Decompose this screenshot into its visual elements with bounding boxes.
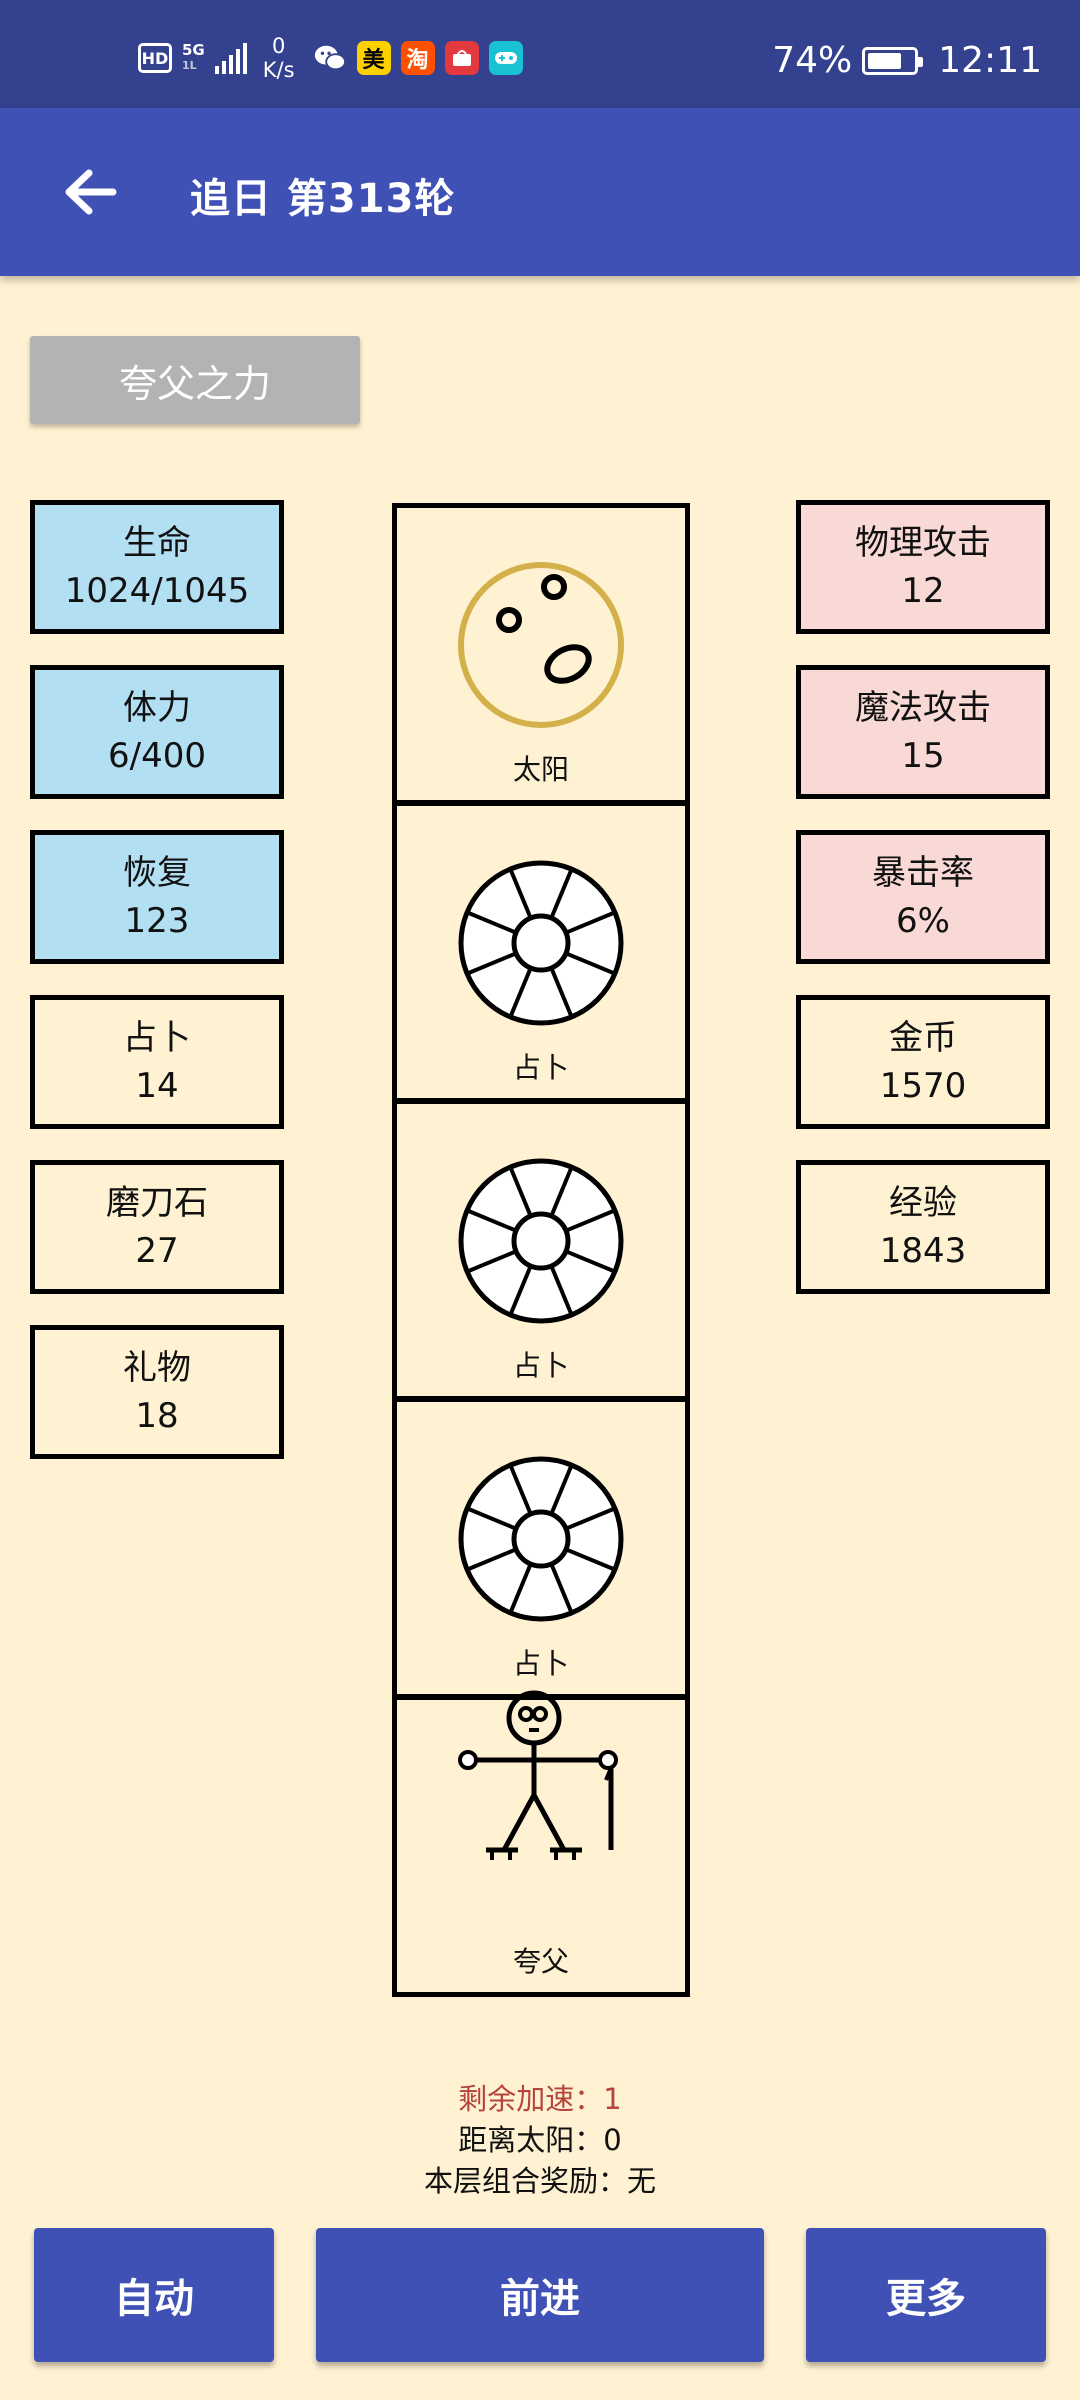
stat-box: 占卜 14	[30, 995, 284, 1129]
stat-box: 恢复 123	[30, 830, 284, 964]
skill-button[interactable]: 夸父之力	[30, 336, 360, 424]
stat-label: 礼物	[123, 1348, 191, 1388]
cell-label: 占卜	[512, 1647, 569, 1680]
stat-value: 6/400	[108, 736, 206, 776]
stat-label: 占卜	[123, 1018, 191, 1058]
path-cell[interactable]: 占卜	[392, 1099, 690, 1401]
stat-value: 18	[135, 1396, 179, 1436]
taobao-icon: 淘	[400, 41, 435, 75]
status-bar: HD 5G 1L 0 K/s 美 淘 74% 12:11	[0, 0, 1080, 108]
combo-reward: 本层组合奖励：无	[423, 2164, 656, 2198]
page-title: 追日 第313轮	[190, 176, 456, 222]
stat-label: 生命	[123, 523, 191, 563]
stat-box: 金币 1570	[796, 995, 1050, 1129]
distance-to-sun: 距离太阳：0	[458, 2123, 622, 2157]
arrow-left-icon	[65, 169, 117, 215]
stat-label: 金币	[889, 1018, 957, 1058]
hd-icon: HD	[138, 43, 172, 73]
game-center-icon	[488, 41, 523, 75]
divination-wheel-icon	[456, 806, 626, 1032]
battery-icon	[862, 46, 924, 75]
stat-box: 磨刀石 27	[30, 1160, 284, 1294]
cell-label: 太阳	[512, 753, 569, 786]
status-left: HD 5G 1L 0 K/s 美 淘	[138, 34, 523, 82]
stat-label: 暴击率	[872, 853, 974, 893]
stat-box: 暴击率 6%	[796, 830, 1050, 964]
stat-box: 生命 1024/1045	[30, 500, 284, 634]
divination-wheel-icon	[456, 1402, 626, 1628]
cell-label: 占卜	[512, 1051, 569, 1084]
meituan-icon: 美	[356, 41, 391, 75]
sun-icon	[456, 508, 626, 734]
stat-value: 6%	[896, 901, 950, 941]
stat-value: 1024/1045	[64, 571, 250, 611]
stat-value: 27	[135, 1231, 179, 1271]
wechat-icon	[313, 41, 347, 75]
divination-wheel-icon	[456, 1104, 626, 1330]
signal-icon	[214, 42, 247, 74]
path-cell[interactable]: 占卜	[392, 1397, 690, 1699]
back-button[interactable]	[58, 160, 122, 224]
network-speed: 0 K/s	[262, 34, 295, 82]
auto-button[interactable]: 自动	[34, 2228, 274, 2362]
path-cell[interactable]: 夸父	[392, 1690, 690, 1997]
stat-value: 123	[124, 901, 190, 941]
stat-label: 恢复	[123, 853, 191, 893]
path-cell[interactable]: 占卜	[392, 801, 690, 1103]
stat-label: 磨刀石	[106, 1183, 208, 1223]
stat-box: 经验 1843	[796, 1160, 1050, 1294]
path-cell[interactable]: 太阳	[392, 503, 690, 805]
stat-label: 魔法攻击	[855, 688, 991, 728]
cell-label: 夸父	[512, 1945, 569, 1978]
stat-label: 物理攻击	[855, 523, 991, 563]
clock: 12:11	[938, 40, 1042, 81]
boost-remaining: 剩余加速：1	[458, 2082, 622, 2116]
kuafu-figure-icon	[456, 1690, 626, 1864]
stat-value: 15	[901, 736, 945, 776]
forward-button[interactable]: 前进	[316, 2228, 764, 2362]
network-sub-icon: 1L	[182, 59, 197, 72]
battery-percent: 74%	[772, 40, 853, 81]
stat-label: 体力	[123, 688, 191, 728]
stat-value: 12	[901, 571, 945, 611]
app-bar: 追日 第313轮	[0, 108, 1080, 276]
status-right: 74% 12:11	[772, 40, 1042, 81]
more-button[interactable]: 更多	[806, 2228, 1046, 2362]
network-type: 5G 1L	[182, 41, 205, 72]
battery-level	[868, 52, 901, 69]
stat-value: 1570	[879, 1066, 967, 1106]
stat-label: 经验	[889, 1183, 957, 1223]
stat-box: 物理攻击 12	[796, 500, 1050, 634]
stat-box: 礼物 18	[30, 1325, 284, 1459]
huawei-store-icon	[444, 41, 479, 75]
stat-box: 魔法攻击 15	[796, 665, 1050, 799]
cell-label: 占卜	[512, 1349, 569, 1382]
stat-box: 体力 6/400	[30, 665, 284, 799]
stat-value: 14	[135, 1066, 179, 1106]
stat-value: 1843	[879, 1231, 967, 1271]
